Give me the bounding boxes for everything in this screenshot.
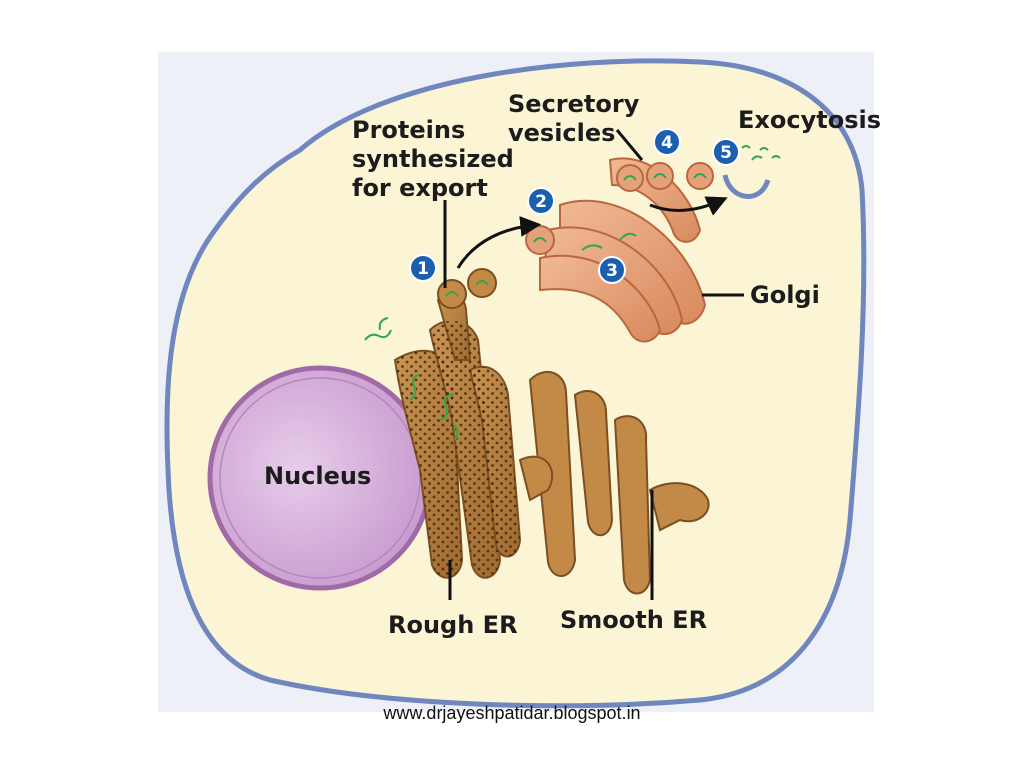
- arrow-er-to-golgi: [456, 216, 542, 269]
- step-4-label: 4: [661, 133, 673, 153]
- smooth-er: [518, 370, 710, 595]
- step-1-badge: 1: [409, 254, 437, 282]
- source-credit: www.drjayeshpatidar.blogspot.in: [383, 703, 641, 723]
- step-3-label: 3: [606, 261, 618, 281]
- label-smooth-er: Smooth ER: [560, 606, 707, 634]
- arrow-golgi-to-membrane: [649, 196, 728, 216]
- exocytosis-site: [722, 145, 781, 199]
- step-3-badge: 3: [598, 256, 626, 284]
- step-5-label: 5: [720, 143, 732, 163]
- label-rough-er: Rough ER: [388, 611, 518, 639]
- label-proteins-line-3: for export: [352, 174, 488, 202]
- rough-er: [364, 293, 522, 579]
- step-4-badge: 4: [653, 128, 681, 156]
- label-proteins-line-1: Proteins: [352, 116, 465, 144]
- label-secretory-line-1: Secretory: [508, 90, 640, 118]
- label-exocytosis: Exocytosis: [738, 106, 881, 134]
- leader-secretory: [615, 129, 644, 161]
- step-5-badge: 5: [712, 138, 740, 166]
- secretory-vesicles: [616, 162, 714, 192]
- label-nucleus: Nucleus: [264, 462, 371, 490]
- label-secretory-line-2: vesicles: [508, 119, 615, 147]
- label-proteins-line-2: synthesized: [352, 145, 514, 173]
- step-2-badge: 2: [527, 187, 555, 215]
- step-2-label: 2: [535, 192, 547, 212]
- label-golgi: Golgi: [750, 281, 820, 309]
- step-1-label: 1: [417, 259, 429, 279]
